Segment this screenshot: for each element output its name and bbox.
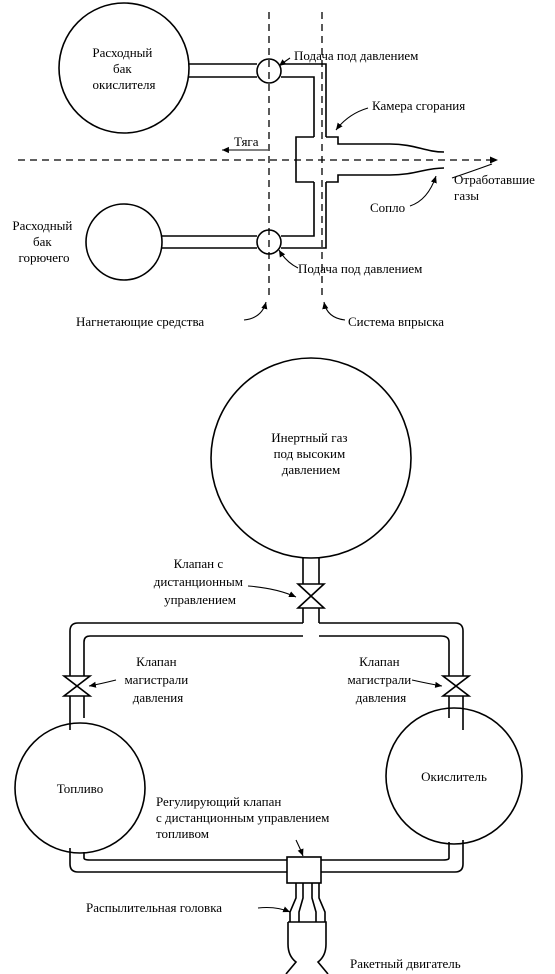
fuel-feed-line <box>162 182 327 249</box>
oxidizer-tank-inlet <box>448 696 464 730</box>
leader-line-valve-left <box>88 679 117 688</box>
fuel-tank-label: Расходный бак горючего <box>12 218 75 265</box>
leader-nozzle <box>409 175 437 207</box>
leader-regulating-valve <box>295 839 304 857</box>
leader-pressure-top <box>278 57 291 67</box>
rocket-engine <box>285 921 329 974</box>
leader-combustion <box>335 107 369 131</box>
oxidizer-feed-line <box>189 63 327 137</box>
oxidizer-label: Окислитель <box>421 769 487 784</box>
leader-pumping <box>243 301 268 321</box>
remote-valve-label: Клапан с дистанционным управлением <box>154 556 246 607</box>
combustion-chamber-label: Камера сгорания <box>372 98 465 113</box>
oxidizer-tank-label: Расходный бак окислителя <box>92 45 155 92</box>
diagram-2-gas-pressure-system: Инертный газ под высоким давлением Клапа… <box>14 357 523 974</box>
line-valve-left-label: Клапан магистрали давления <box>125 654 192 705</box>
fuel-label: Топливо <box>57 781 103 796</box>
remote-valve <box>295 583 327 609</box>
leader-remote-valve <box>247 585 297 598</box>
line-valve-left <box>61 675 93 697</box>
thrust-label: Тяга <box>234 134 259 149</box>
fuel-tank <box>14 722 146 854</box>
rocket-engine-label: Ракетный двигатель <box>350 956 461 971</box>
oxidizer-feed-line <box>321 840 464 873</box>
leader-injection <box>322 301 346 321</box>
injection-system-label: Система впрыска <box>348 314 444 329</box>
leader-injector <box>257 906 291 913</box>
injector-lines <box>289 883 326 922</box>
exhaust-label: Отработавшие газы <box>454 172 538 203</box>
leader-exhaust <box>451 163 493 179</box>
injector-head-label: Распылительная головка <box>86 900 222 915</box>
pump-top <box>256 58 282 84</box>
oxidizer-tank <box>58 2 190 134</box>
oxidizer-tank <box>385 707 523 845</box>
inert-gas-tank <box>210 357 412 559</box>
pressure-feed-bottom-label: Подача под давлением <box>298 261 422 276</box>
leader-pressure-bottom <box>278 249 299 269</box>
fuel-feed-line <box>69 848 287 873</box>
inert-gas-label: Инертный газ под высоким давлением <box>271 430 351 477</box>
fuel-tank <box>85 203 163 281</box>
line-valve-right-label: Клапан магистрали давления <box>348 654 415 705</box>
nozzle-label: Сопло <box>370 200 405 215</box>
pumping-means-label: Нагнетающие средства <box>76 314 204 329</box>
regulating-valve-label: Регулирующий клапан с дистанционным упра… <box>156 794 333 841</box>
pressure-manifold <box>69 622 464 676</box>
diagram-1-pressure-feed-system: Расходный бак окислителя Расходный бак г… <box>12 2 538 329</box>
gas-outlet-pipe <box>302 558 320 623</box>
pressure-feed-top-label: Подача под давлением <box>294 48 418 63</box>
regulating-valve <box>286 856 322 884</box>
leader-line-valve-right <box>411 679 443 688</box>
line-valve-right <box>440 675 472 697</box>
fuel-tank-inlet <box>69 696 85 730</box>
